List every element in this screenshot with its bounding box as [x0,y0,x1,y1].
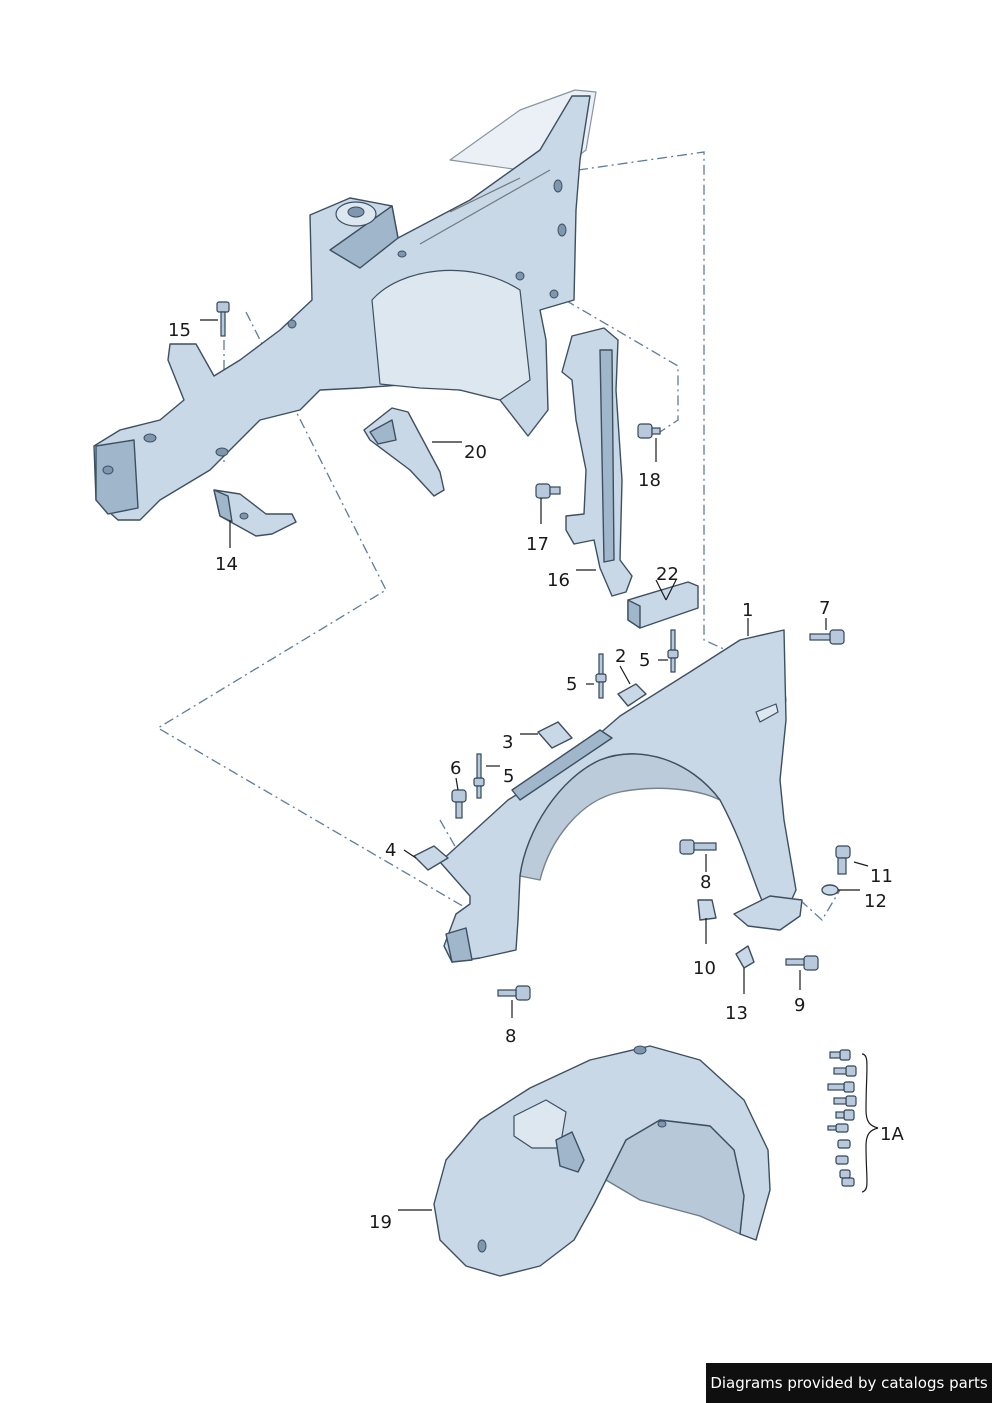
label-2: 2 [615,646,626,667]
inner-wing-panel [93,89,597,521]
bolt-6 [451,789,467,819]
bolts [216,301,851,1001]
screw-8a [679,839,717,855]
label-14: 14 [215,554,238,575]
fender-part-1 [439,629,797,963]
wheel-arch-bracket [733,895,803,931]
label-13: 13 [725,1003,748,1024]
label-5b: 5 [639,650,650,671]
fastener-kit-1a [827,1049,879,1193]
attribution-badge: Diagrams provided by catalogs parts [706,1363,992,1403]
label-1: 1 [742,600,753,621]
label-15: 15 [168,320,191,341]
label-22: 22 [656,564,679,585]
clip-part-2 [617,683,647,707]
label-5a: 5 [566,674,577,695]
bracket-part-20 [363,407,445,497]
rivet-5a [595,653,607,699]
support-part-16 [561,327,633,597]
bolt-17 [535,483,561,499]
clip-part-3 [537,721,573,749]
label-16: 16 [547,570,570,591]
foam-block-part-22 [627,581,699,629]
bolt-11 [835,845,851,875]
label-7: 7 [819,598,830,619]
label-19: 19 [369,1212,392,1233]
screw-8b [497,985,531,1001]
rivet-5b [667,629,679,673]
label-12: 12 [864,891,887,912]
clip-part-4 [413,845,449,871]
label-9: 9 [794,995,805,1016]
label-10: 10 [693,958,716,979]
bolt-15 [216,301,230,337]
label-6: 6 [450,758,461,779]
bolt-7 [809,629,845,645]
label-3: 3 [502,732,513,753]
label-18: 18 [638,470,661,491]
screw-9 [785,955,819,971]
label-8a: 8 [700,872,711,893]
bolt-18 [637,423,661,439]
label-20: 20 [464,442,487,463]
label-1a: 1A [880,1124,904,1145]
rivet-5c [473,753,485,799]
wheel-liner-part-19 [433,1045,771,1277]
label-8b: 8 [505,1026,516,1047]
washer-part-12 [821,884,839,896]
label-4: 4 [385,840,396,861]
label-17: 17 [526,534,549,555]
position-labels: 15 20 14 18 17 16 22 1 7 2 5 5 3 5 6 4 8… [168,320,904,1233]
label-5c: 5 [503,766,514,787]
bracket-part-14 [213,489,297,537]
cover-part-13 [735,945,755,969]
attribution-text: Diagrams provided by catalogs parts [710,1374,988,1392]
leader-lines [200,319,869,1211]
label-11: 11 [870,866,893,887]
clip-part-10 [697,899,717,921]
